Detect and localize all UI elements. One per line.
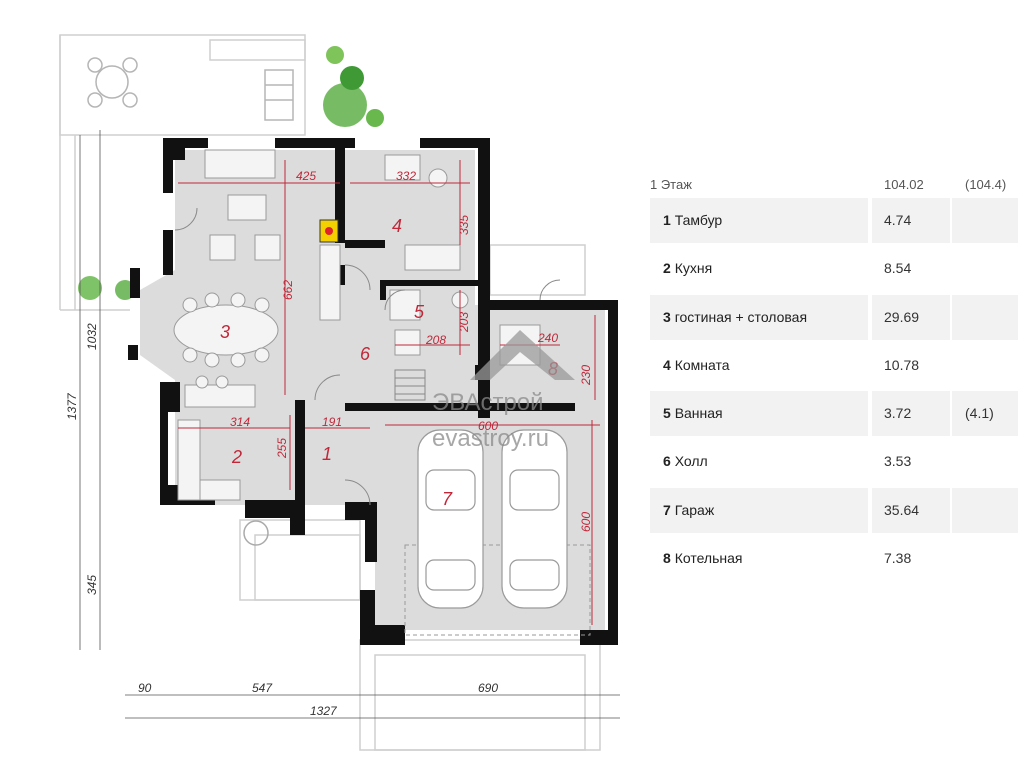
dim-600-top: 600 <box>478 419 498 433</box>
room-area-alt <box>952 198 1018 243</box>
room-area: 10.78 <box>884 356 920 373</box>
room-label-3: 3 <box>220 322 230 342</box>
dim-690: 690 <box>478 681 498 695</box>
overall-dimension-labels: 1032 1377 345 90 547 690 1327 <box>65 323 498 718</box>
room-area-alt <box>952 439 1018 484</box>
table-header: 1 Этаж 104.02 (104.4) <box>650 172 1018 198</box>
room-name: Холл <box>674 453 708 470</box>
dim-255: 255 <box>275 438 289 459</box>
room-label-7: 7 <box>442 489 453 509</box>
room-area-table: 1 Этаж 104.02 (104.4) 1 Тамбур 4.74 2 Ку… <box>650 172 1018 584</box>
room-area-alt <box>952 487 1018 533</box>
total-area: 104.02 <box>884 177 924 192</box>
room-area: 3.53 <box>884 453 912 470</box>
dim-425: 425 <box>296 169 316 183</box>
dim-1377: 1377 <box>65 392 79 420</box>
dim-547: 547 <box>252 681 273 695</box>
room-number: 3 <box>663 308 671 325</box>
room-name: Котельная <box>674 550 743 567</box>
dim-600-right: 600 <box>579 512 593 532</box>
patio-table <box>87 57 294 121</box>
dim-1327: 1327 <box>310 704 338 718</box>
floor-title: 1 Этаж <box>650 177 692 192</box>
table-row: 2 Кухня 8.54 <box>650 246 1018 294</box>
room-number: 2 <box>663 260 671 277</box>
room-number: 1 <box>663 212 671 228</box>
dim-345: 345 <box>85 575 99 595</box>
room-number: 8 <box>663 550 671 567</box>
dim-1032: 1032 <box>85 323 99 350</box>
plants <box>78 46 384 546</box>
room-area-alt: (4.1) <box>952 391 1018 437</box>
room-label-5: 5 <box>414 302 425 322</box>
room-area: 8.54 <box>884 260 912 277</box>
room-label-6: 6 <box>360 344 371 364</box>
dim-332: 332 <box>396 169 416 183</box>
dim-335: 335 <box>457 215 471 235</box>
room-area-alt <box>952 294 1018 340</box>
dim-662: 662 <box>281 280 295 300</box>
table-row: 1 Тамбур 4.74 <box>650 198 1018 246</box>
room-area-alt <box>952 343 1018 388</box>
room-name: Ванная <box>674 405 723 422</box>
table-row: 4 Комната 10.78 <box>650 343 1018 391</box>
dim-230: 230 <box>579 365 593 386</box>
table-row: 7 Гараж 35.64 <box>650 487 1018 536</box>
walls <box>128 138 618 645</box>
table-row: 6 Холл 3.53 <box>650 439 1018 487</box>
room-area: 4.74 <box>872 198 950 243</box>
table-row: 8 Котельная 7.38 <box>650 536 1018 584</box>
room-name: Тамбур <box>674 212 723 228</box>
door-swings <box>174 207 561 506</box>
stairs <box>394 369 426 401</box>
dim-191: 191 <box>322 415 342 429</box>
floor-plan: 425 332 335 662 203 208 314 255 191 600 … <box>59 34 620 751</box>
dim-90: 90 <box>138 681 152 695</box>
room-name: Кухня <box>674 260 713 277</box>
dim-240: 240 <box>537 331 558 345</box>
garage-cars <box>417 429 568 609</box>
watermark: ЭВАстрой evastroy.ru <box>432 330 575 452</box>
room-label-1: 1 <box>322 444 332 464</box>
room-name: Гараж <box>674 501 715 518</box>
table-row: 3 гостиная + столовая 29.69 <box>650 294 1018 343</box>
room-name: Комната <box>674 356 730 373</box>
room-number: 7 <box>663 501 671 518</box>
dim-314: 314 <box>230 415 250 429</box>
room-area: 3.72 <box>872 391 950 437</box>
total-area-alt: (104.4) <box>965 177 1007 192</box>
room-label-2: 2 <box>231 447 242 467</box>
room-name: гостиная + столовая <box>674 308 808 325</box>
dim-208: 208 <box>425 333 446 347</box>
room-number: 6 <box>663 453 671 470</box>
watermark-site: evastroy.ru <box>432 425 549 452</box>
room-number: 4 <box>663 356 671 373</box>
room-area-alt <box>952 246 1018 291</box>
room-area: 35.64 <box>872 487 950 533</box>
room-area: 7.38 <box>884 550 912 567</box>
table-row: 5 Ванная 3.72 (4.1) <box>650 391 1018 439</box>
watermark-brand: ЭВАстрой <box>432 389 544 416</box>
room-area: 29.69 <box>872 294 950 340</box>
overall-dimension-lines <box>79 130 620 719</box>
room-label-4: 4 <box>392 216 402 236</box>
room-area-alt <box>952 536 1018 581</box>
dim-203: 203 <box>457 312 471 333</box>
dimension-labels: 425 332 335 662 203 208 314 255 191 600 … <box>230 169 593 532</box>
room-number: 5 <box>663 405 671 422</box>
